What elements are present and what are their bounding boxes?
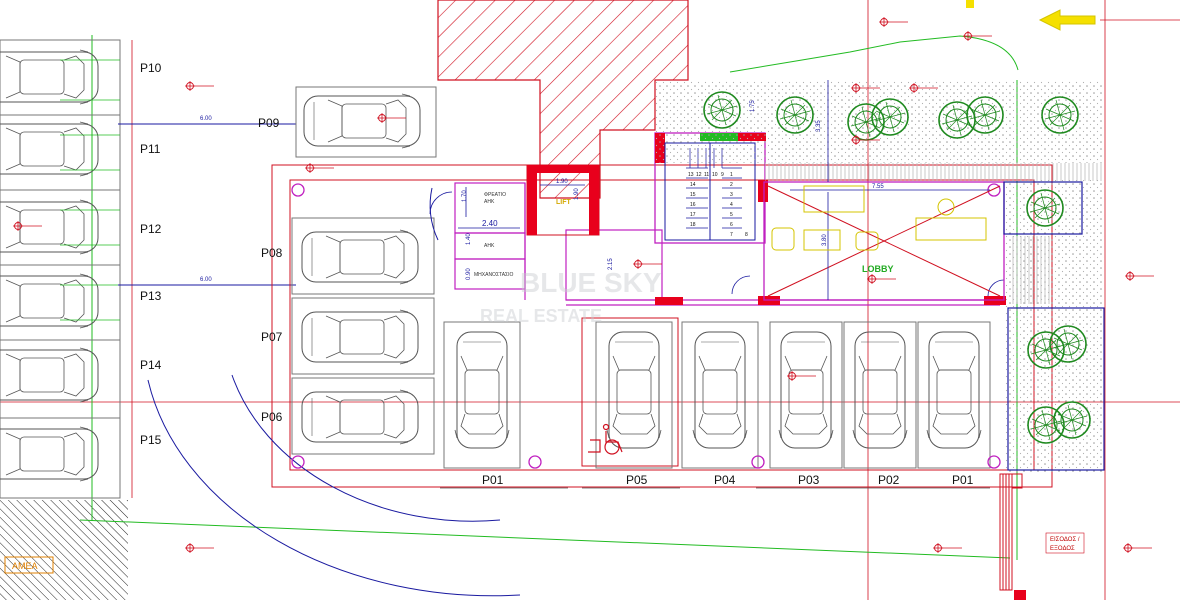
svg-text:4: 4	[730, 202, 733, 208]
svg-text:17: 17	[690, 212, 696, 218]
svg-text:8: 8	[745, 232, 748, 238]
svg-text:P01: P01	[482, 473, 504, 487]
svg-text:1: 1	[730, 172, 733, 178]
svg-text:2.15: 2.15	[608, 258, 614, 270]
svg-text:9: 9	[721, 172, 724, 178]
exit-label-2: ΕΞΟΔΟΣ	[1050, 546, 1075, 552]
svg-text:P01: P01	[952, 473, 974, 487]
exit-label-box	[1045, 532, 1085, 554]
space-label-p09: P09	[258, 116, 280, 130]
svg-text:REAL ESTATE: REAL ESTATE	[480, 306, 602, 326]
room-label-ahk: ΑΗΚ	[484, 243, 495, 249]
svg-text:3: 3	[730, 192, 733, 198]
space-label-p12: P12	[140, 222, 162, 236]
parking-p09	[295, 86, 437, 158]
dimension-6m-mid: 6.00	[118, 277, 296, 286]
svg-text:P04: P04	[714, 473, 736, 487]
exit-label-1: ΕΙΣΟΔΟΣ /	[1050, 537, 1080, 543]
svg-text:11: 11	[704, 172, 709, 178]
space-label-p11: P11	[140, 142, 161, 156]
parking-block-left	[291, 217, 435, 455]
svg-text:14: 14	[690, 182, 696, 188]
svg-text:7.55: 7.55	[872, 184, 884, 190]
room-label-shaft: ΦΡΕΑΤΙΟ	[484, 192, 506, 198]
room-label-machine-room: ΜΗΧΑΝΟΣΤΑΣΙΟ	[474, 272, 514, 278]
garden-upper: 1.75 3.35	[655, 80, 1102, 182]
hatched-corner	[0, 500, 128, 600]
building-outline	[271, 164, 1053, 488]
space-label-p10: P10	[140, 61, 162, 75]
svg-text:12: 12	[696, 172, 702, 178]
svg-text:0.90: 0.90	[466, 268, 472, 280]
svg-text:6.00: 6.00	[200, 116, 212, 122]
turning-arcs	[147, 187, 521, 597]
svg-text:BLUE SKY: BLUE SKY	[520, 267, 662, 298]
space-label-p08: P08	[261, 246, 283, 260]
lobby-label: LOBBY	[862, 264, 894, 274]
svg-text:1.40: 1.40	[466, 233, 472, 245]
svg-text:P02: P02	[878, 473, 900, 487]
wheelchair-icon	[588, 423, 623, 455]
svg-text:P03: P03	[798, 473, 820, 487]
entrance-ramp	[999, 473, 1026, 600]
neighbour-building	[437, 0, 689, 199]
svg-text:1.90: 1.90	[556, 179, 568, 185]
svg-text:3.80: 3.80	[822, 234, 828, 246]
bottom-space-labels: P01 P05 P04 P03 P02 P01	[482, 473, 974, 487]
left-parking-column	[0, 39, 121, 499]
svg-text:10: 10	[712, 172, 718, 178]
column-markers	[291, 183, 1001, 469]
lift-shaft: 1.90 1.90	[526, 164, 600, 236]
svg-text:15: 15	[690, 192, 696, 198]
svg-text:5: 5	[730, 212, 733, 218]
svg-text:3.35: 3.35	[816, 120, 822, 132]
space-label-p13: P13	[140, 289, 162, 303]
amea-tag-box	[4, 556, 54, 574]
lift-label: LIFT	[556, 199, 571, 206]
room-label-shaft-2: ΑΗΚ	[484, 199, 495, 205]
space-label-p06: P06	[261, 410, 283, 424]
lobby-room: 7.55 3.80	[763, 181, 1005, 301]
dimension-small-rooms: 1.70 2.40 1.40 0.90 2.15	[458, 187, 614, 280]
parking-row-bottom	[443, 317, 991, 469]
svg-text:2.40: 2.40	[482, 219, 498, 228]
space-label-p15: P15	[140, 433, 162, 447]
svg-text:1.75: 1.75	[750, 100, 756, 112]
space-label-p07: P07	[261, 330, 283, 344]
svg-text:6: 6	[730, 222, 733, 228]
door-arcs	[429, 191, 1005, 297]
svg-text:6.00: 6.00	[200, 277, 212, 283]
svg-text:7: 7	[730, 232, 733, 238]
garden-right	[1003, 180, 1105, 473]
watermark: BLUE SKY REAL ESTATE	[480, 267, 662, 326]
svg-text:2: 2	[730, 182, 733, 188]
svg-text:P05: P05	[626, 473, 648, 487]
svg-text:16: 16	[690, 202, 696, 208]
amea-tag: AMEA	[12, 561, 38, 571]
svg-text:1.70: 1.70	[462, 190, 468, 202]
space-label-p14: P14	[140, 358, 162, 372]
stair-num-13: 13	[688, 172, 694, 178]
north-arrow-icon	[966, 0, 1096, 31]
dimension-6m-top: 6.00	[118, 116, 296, 125]
svg-text:1.90: 1.90	[574, 188, 580, 200]
svg-text:18: 18	[690, 222, 696, 228]
